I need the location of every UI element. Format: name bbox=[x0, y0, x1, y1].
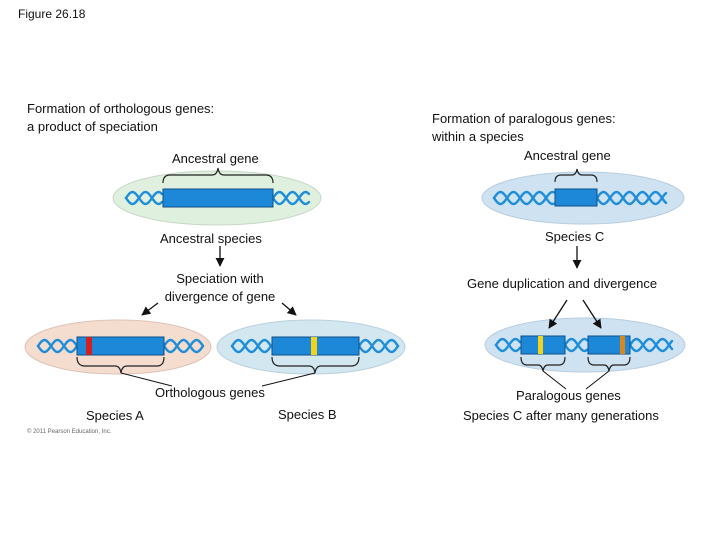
dna-strand-path bbox=[124, 190, 164, 206]
speciation-label: Speciation with divergence of gene bbox=[150, 270, 290, 306]
dna-strand-path bbox=[357, 338, 400, 354]
dna-strand-path bbox=[230, 338, 273, 354]
ancestral-species-label: Ancestral species bbox=[160, 231, 262, 246]
arrow-to-species-b bbox=[281, 302, 297, 316]
figure-label: Figure 26.18 bbox=[18, 7, 86, 21]
species-a-gene-box bbox=[76, 336, 165, 356]
species-a-label: Species A bbox=[86, 408, 144, 423]
paralogous-heading: Formation of paralogous genes: within a … bbox=[432, 110, 616, 146]
copyright-text: © 2011 Pearson Education, Inc. bbox=[27, 429, 112, 435]
species-a-mutation-band bbox=[86, 337, 92, 355]
orthologous-connector-a bbox=[120, 372, 173, 387]
para-ancestral-gene-label: Ancestral gene bbox=[524, 148, 611, 163]
orthologous-connector-b bbox=[261, 372, 316, 387]
dna-strand-path bbox=[563, 337, 589, 353]
dna-strand-path bbox=[563, 337, 589, 353]
ancestral-dna-strand bbox=[124, 190, 311, 206]
paralogous-genes-label: Paralogous genes bbox=[516, 388, 621, 403]
dna-strand-path bbox=[162, 338, 205, 354]
ancestral-gene-box bbox=[162, 188, 274, 208]
dna-strand-path bbox=[36, 338, 79, 354]
species-c-later-dna-strand bbox=[494, 337, 674, 353]
arrow-to-paralog-1 bbox=[548, 299, 568, 329]
species-c-later-cell bbox=[484, 317, 686, 373]
paralog-2-mutation-band bbox=[620, 336, 625, 354]
gene-duplication-label: Gene duplication and divergence bbox=[467, 276, 658, 291]
dna-strand-path bbox=[492, 190, 556, 206]
dna-strand-path bbox=[124, 190, 164, 206]
paralogous-heading-line1: Formation of paralogous genes: bbox=[432, 111, 616, 126]
orthologous-heading: Formation of orthologous genes: a produc… bbox=[27, 100, 214, 136]
species-c-label: Species C bbox=[545, 229, 605, 244]
dna-strand-path bbox=[494, 337, 522, 353]
species-b-label: Species B bbox=[278, 407, 337, 422]
dna-strand-path bbox=[162, 338, 205, 354]
speciation-label-line2: divergence of gene bbox=[164, 289, 276, 304]
paralogous-heading-line2: within a species bbox=[432, 129, 524, 144]
arrow-to-paralog-2 bbox=[582, 299, 602, 329]
dna-strand-path bbox=[628, 337, 674, 353]
species-b-dna-strand bbox=[230, 338, 400, 354]
species-c-generations-label: Species C after many generations bbox=[463, 408, 659, 423]
dna-strand-path bbox=[595, 190, 668, 206]
species-b-mutation-band bbox=[311, 337, 317, 355]
paralog-1-mutation-band bbox=[538, 336, 543, 354]
paralog-gene-box-2 bbox=[587, 335, 631, 355]
orthologous-genes-label: Orthologous genes bbox=[155, 385, 265, 400]
orthologous-heading-line1: Formation of orthologous genes: bbox=[27, 101, 215, 116]
orthologous-heading-line2: a product of speciation bbox=[27, 119, 158, 134]
dna-strand-path bbox=[271, 190, 311, 206]
paralogous-connector-1 bbox=[542, 370, 567, 390]
speciation-label-line1: Speciation with bbox=[176, 271, 264, 286]
species-c-gene-box bbox=[554, 188, 598, 207]
dna-strand-path bbox=[595, 190, 668, 206]
species-c-dna-strand bbox=[492, 190, 668, 206]
dna-strand-path bbox=[271, 190, 311, 206]
dna-strand-path bbox=[628, 337, 674, 353]
ortho-ancestral-gene-label: Ancestral gene bbox=[172, 151, 259, 166]
dna-strand-path bbox=[492, 190, 556, 206]
paralogous-connector-2 bbox=[585, 370, 610, 390]
species-a-dna-strand bbox=[36, 338, 205, 354]
dna-strand-path bbox=[494, 337, 522, 353]
dna-strand-path bbox=[357, 338, 400, 354]
dna-strand-path bbox=[230, 338, 273, 354]
ortho-ancestral-gene-brace bbox=[162, 167, 274, 184]
para-ancestral-gene-brace bbox=[554, 168, 598, 183]
arrow-to-species-a bbox=[141, 302, 159, 316]
dna-strand-path bbox=[36, 338, 79, 354]
